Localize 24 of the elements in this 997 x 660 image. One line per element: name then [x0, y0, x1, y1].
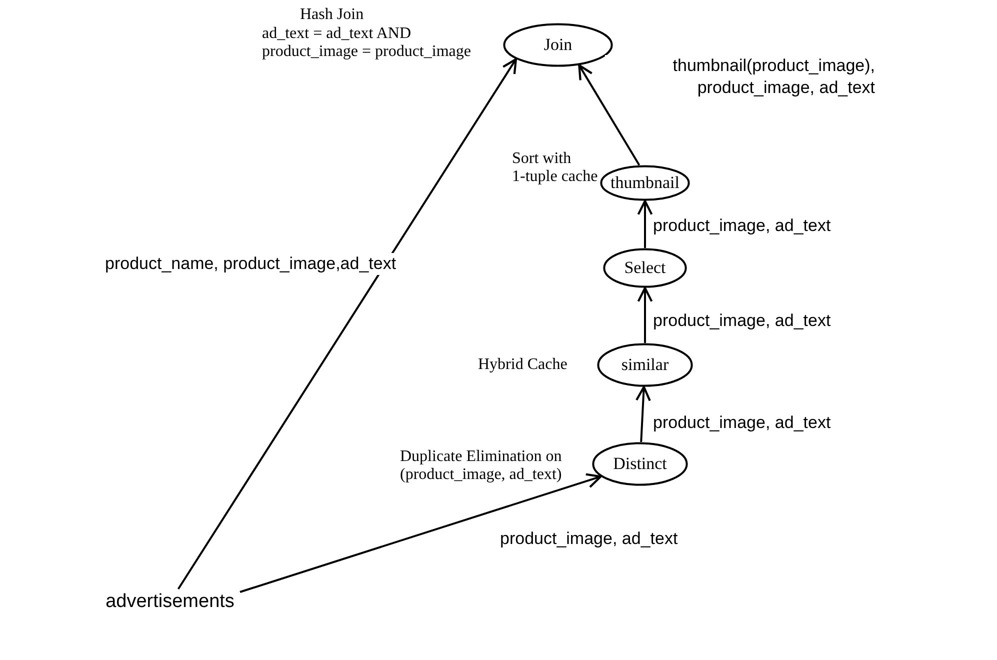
arrow — [637, 286, 653, 343]
arrow — [637, 200, 653, 248]
operator-name: Join — [544, 35, 572, 55]
operator-annotation: Hybrid Cache — [478, 356, 568, 374]
operator-ellipse — [592, 442, 688, 486]
operator-name: thumbnail — [610, 173, 680, 193]
edge-label: product_name, product_image,ad_text — [105, 253, 396, 275]
edge-label: thumbnail(product_image), product_image, ad_text — [605, 55, 875, 99]
operator-ellipse — [597, 343, 693, 387]
operator-annotation: ad_text = ad_text AND product_image = product_image — [262, 25, 472, 61]
arrow — [240, 473, 602, 593]
operator-name: Select — [624, 258, 666, 278]
operator-name: Distinct — [613, 454, 667, 474]
operator-name: similar — [621, 355, 669, 375]
arrow — [636, 386, 651, 442]
operator-ellipse — [503, 23, 613, 67]
operator-annotation: Hash Join — [300, 6, 365, 24]
operator-ellipse — [603, 248, 687, 288]
arrow — [578, 64, 640, 166]
operator-annotation: Duplicate Elimination on (product_image, ad_text) — [400, 448, 563, 484]
operator-annotation: Sort with 1-tuple cache — [512, 150, 599, 186]
table-name: advertisements — [106, 591, 234, 613]
operator-ellipse — [600, 165, 690, 201]
arrow — [177, 58, 518, 590]
